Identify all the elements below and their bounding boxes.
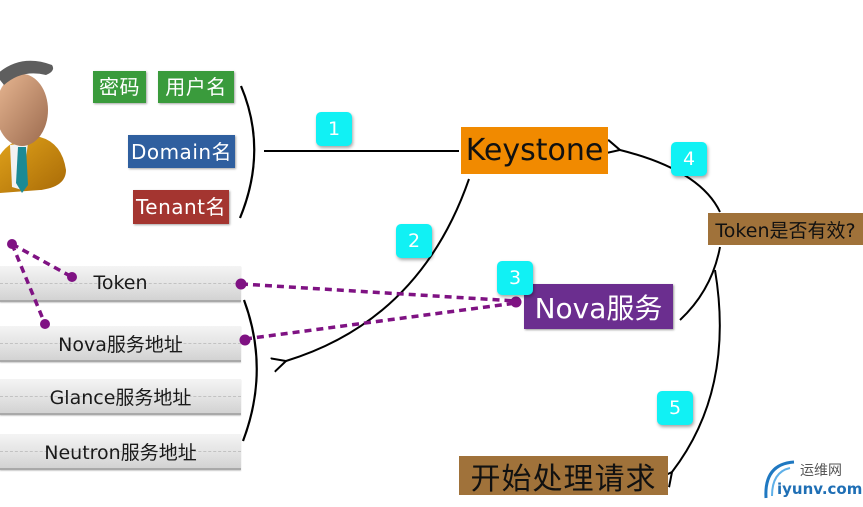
step-badge-1: 1 xyxy=(316,112,352,146)
neutron-address-label: Neutron服务地址 xyxy=(44,441,197,464)
user-avatar-icon xyxy=(0,60,66,193)
dot-nova-address-right xyxy=(239,334,251,346)
user-to-nova-address-dotted-line xyxy=(10,243,47,325)
nova-address-bar: Nova服务地址 xyxy=(0,326,241,362)
step-number: 4 xyxy=(682,148,696,170)
step-badge-4: 4 xyxy=(671,142,707,176)
password-tag: 密码 xyxy=(93,71,146,103)
logo-swoosh-icon xyxy=(764,460,795,499)
step-number: 2 xyxy=(407,230,421,252)
step5-arrow xyxy=(672,269,721,472)
user-to-token-dotted-line xyxy=(11,242,73,279)
token-label: Token xyxy=(93,272,148,294)
nova-address-to-nova-dotted-line xyxy=(244,301,517,341)
dot-user xyxy=(7,239,17,249)
start-processing-label: 开始处理请求 xyxy=(470,461,657,497)
dot-nova-service xyxy=(510,296,522,308)
token-bar: Token xyxy=(0,266,241,302)
password-label: 密码 xyxy=(99,75,140,99)
credentials-brace xyxy=(238,85,256,219)
step-badge-5: 5 xyxy=(657,391,693,425)
watermark-logo: 运维网 iyunv.com xyxy=(760,458,863,502)
watermark-cn: 运维网 xyxy=(800,463,842,479)
keystone-label: Keystone xyxy=(465,133,604,168)
start-processing-box: 开始处理请求 xyxy=(459,456,668,497)
dot-token-left xyxy=(67,272,77,282)
step2-arrow xyxy=(286,178,470,361)
username-label: 用户名 xyxy=(165,75,227,99)
dot-nova-address-left xyxy=(40,319,50,329)
neutron-address-bar: Neutron服务地址 xyxy=(0,434,241,470)
token-to-nova-dotted-line xyxy=(240,282,517,303)
dot-token-right xyxy=(235,278,247,290)
step-badge-3: 3 xyxy=(497,261,533,295)
response-brace xyxy=(241,299,258,442)
nova-service-box: Nova服务 xyxy=(524,284,673,329)
nova-to-check-line xyxy=(679,246,721,321)
nova-service-label: Nova服务 xyxy=(534,291,663,325)
glance-address-bar: Glance服务地址 xyxy=(0,379,241,415)
token-valid-check-box: Token是否有效? xyxy=(708,213,863,245)
step-number: 3 xyxy=(508,267,522,289)
watermark-en: iyunv.com xyxy=(777,480,863,498)
keystone-box: Keystone xyxy=(461,127,608,174)
token-valid-check-label: Token是否有效? xyxy=(715,219,856,242)
domain-tag: Domain名 xyxy=(128,135,235,168)
glance-address-label: Glance服务地址 xyxy=(49,386,192,409)
tenant-tag: Tenant名 xyxy=(133,190,229,224)
tenant-label: Tenant名 xyxy=(135,195,227,219)
nova-address-label: Nova服务地址 xyxy=(58,333,183,356)
step-number: 1 xyxy=(327,118,341,140)
username-tag: 用户名 xyxy=(158,71,234,103)
step-badge-2: 2 xyxy=(396,224,432,258)
step-number: 5 xyxy=(668,397,682,419)
domain-label: Domain名 xyxy=(130,139,233,164)
